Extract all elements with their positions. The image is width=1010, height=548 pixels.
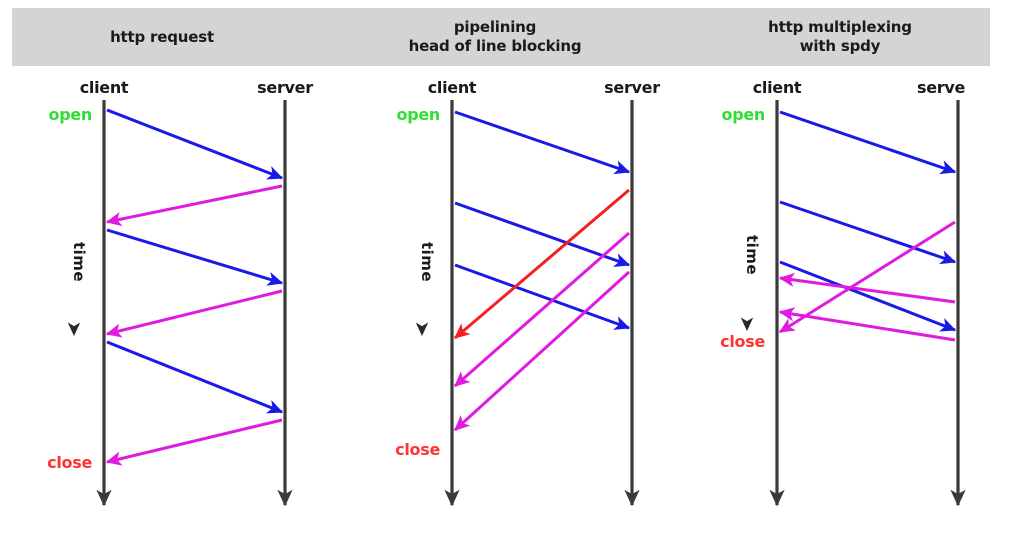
state-label-close: close	[720, 332, 765, 351]
panel-title-line: pipelining	[453, 18, 537, 36]
message-arrow-response	[778, 307, 956, 342]
actor-label-server: server	[604, 78, 660, 97]
panel-2: client server open close time	[395, 78, 661, 507]
actor-label-client: client	[753, 78, 802, 97]
message-arrow-request	[779, 260, 957, 332]
message-arrow-response	[105, 289, 283, 338]
actor-label-client: client	[428, 78, 477, 97]
message-arrow-response	[105, 418, 283, 466]
panel-3: client serve open close time	[720, 78, 966, 507]
panel-title-http-request: http request	[12, 8, 312, 66]
actor-label-server: server	[257, 78, 313, 97]
message-arrow-response	[778, 272, 956, 304]
message-arrow-request	[454, 110, 631, 175]
message-arrow-request	[454, 263, 631, 330]
header-band	[12, 8, 990, 66]
actor-label-client: client	[80, 78, 129, 97]
time-axis-label: time	[70, 242, 88, 282]
actor-label-server: serve	[917, 78, 965, 97]
message-arrow-request	[779, 200, 957, 265]
message-arrow-response	[453, 270, 631, 432]
message-arrow-response	[105, 184, 283, 227]
panel-title-line: http request	[110, 27, 214, 46]
message-arrow-request	[454, 201, 631, 267]
state-label-close: close	[47, 453, 92, 472]
time-axis-label: time	[743, 235, 761, 275]
panel-title-http-multiplexing: http multiplexing with spdy	[690, 8, 990, 66]
panel-title-line: http multiplexing	[768, 18, 912, 36]
message-arrow-request	[106, 228, 284, 286]
state-label-close: close	[395, 440, 440, 459]
state-label-open: open	[722, 105, 766, 124]
message-arrow-request	[106, 340, 284, 414]
panel-title-pipelining: pipelining head of line blocking	[330, 8, 660, 66]
message-arrow-request	[779, 110, 957, 175]
panel-1: client server open close time	[47, 78, 314, 507]
message-arrow-request	[106, 108, 284, 180]
panel-title-line: head of line blocking	[408, 37, 582, 55]
time-axis-label: time	[418, 242, 436, 282]
state-label-open: open	[49, 105, 93, 124]
message-arrow-response	[778, 220, 956, 334]
panel-title-line: with spdy	[799, 37, 881, 55]
state-label-open: open	[397, 105, 441, 124]
message-arrow-response	[454, 231, 630, 388]
message-arrow-blocked	[454, 188, 630, 340]
